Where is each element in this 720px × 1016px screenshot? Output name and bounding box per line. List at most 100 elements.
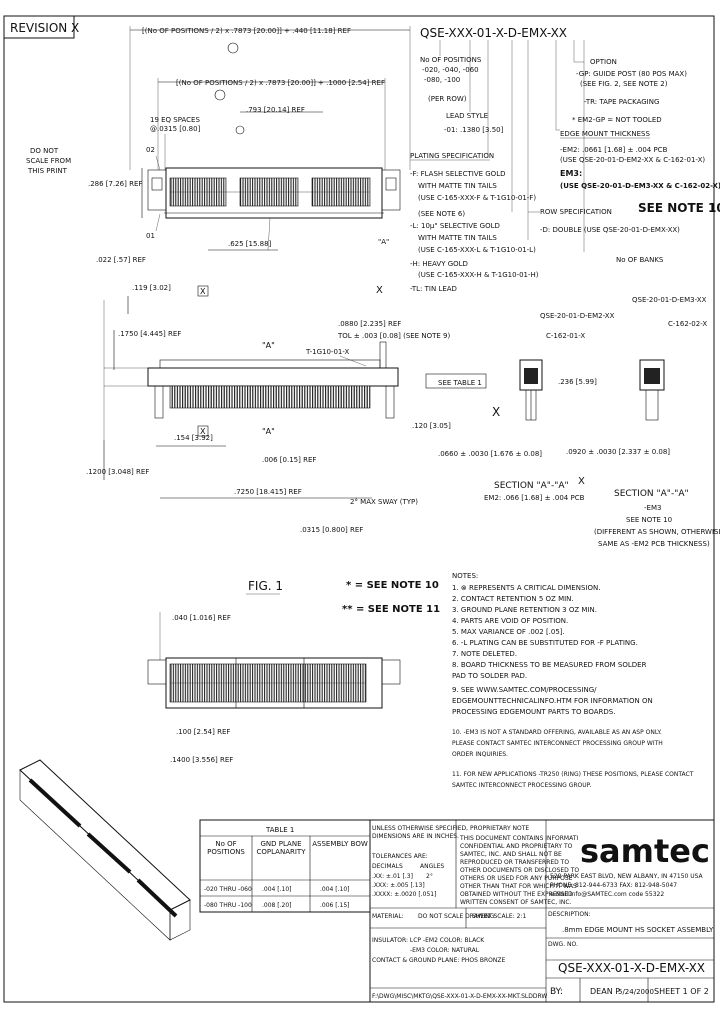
proprietary-line: CONFIDENTIAL AND PROPRIETARY TO (460, 843, 573, 850)
tol-intro-1: UNLESS OTHERWISE SPECIFIED, (372, 825, 468, 832)
tol-value: .XXXX: ±.0020 [.051] (372, 891, 436, 898)
plating-line: (SEE NOTE 6) (418, 210, 465, 218)
table1-header-bow: ASSEMBLY BOW (312, 840, 368, 848)
proprietary-line: OTHERS OR USED FOR ANY PURPOSE (460, 875, 573, 882)
note-item: SAMTEC INTERCONNECT PROCESSING GROUP. (452, 782, 591, 789)
marker-x-5: X (578, 476, 585, 487)
marker-x-4: X (200, 427, 206, 436)
dim-1200: .1200 [3.048] REF (86, 468, 149, 476)
dim-040: .040 [1.016] REF (172, 614, 231, 622)
tol-value: .XX: ±.01 [.3] (372, 873, 413, 880)
marker-a-top: "A" (378, 238, 389, 246)
tol-angle: 2° (426, 873, 433, 880)
note-item: 10. -EM3 IS NOT A STANDARD OFFERING, AVA… (452, 729, 662, 736)
revision-box (3, 15, 75, 39)
note-item: PLEASE CONTACT SAMTEC INTERCONNECT PROCE… (452, 740, 663, 747)
tol-intro-2: DIMENSIONS ARE IN INCHES. (372, 833, 459, 840)
note-star: * = SEE NOTE 10 (346, 580, 439, 591)
table1-header-coplanarity: GND PLANE COPLANARITY (256, 840, 306, 856)
sheet-number: SHEET 1 OF 2 (654, 987, 709, 996)
dim-1750: .1750 [4.445] REF (118, 330, 181, 338)
section-em3-sub-4: SAME AS -EM2 PCB THICKNESS) (598, 540, 710, 548)
dim-793: .793 [20.14] REF (246, 106, 305, 114)
label-c2: 02 (146, 146, 155, 154)
marker-a-lower: "A" (262, 427, 275, 436)
marker-x-1: X (200, 287, 206, 296)
dim-eq-spaces: 19 EQ SPACES (150, 116, 200, 124)
plating-line: (USE C-165-XXX-F & T-1G10-01-F) (418, 194, 536, 202)
dim-7250: .7250 [18.415] REF (234, 488, 302, 496)
plating-line: -TL: TIN LEAD (410, 285, 457, 293)
dim-positions: [(No OF POSITIONS / 2) x .7873 [20.00]] … (176, 79, 385, 87)
table1-header-positions: No OF POSITIONS (207, 840, 245, 856)
dim-0880: .0880 [2.235] REF (338, 320, 401, 328)
plating-list: -F: FLASH SELECTIVE GOLD WITH MATTE TIN … (410, 170, 539, 293)
connector-side-view (103, 300, 399, 440)
samtec-logo (578, 834, 688, 864)
edge-em3-use: (USE QSE-20-01-D-EM3-XX & C-162-02-X) (560, 182, 720, 190)
dim-0660: .0660 ± .0030 [1.676 ± 0.08] (438, 450, 542, 458)
drawing-date: 5/24/2000 (618, 988, 654, 996)
c162-01-label: C-162-01-X (546, 332, 585, 340)
address-line: PHONE: 812-944-6733 FAX: 812-948-5047 (550, 882, 677, 889)
no-banks: No OF BANKS (616, 256, 664, 264)
marker-a-side: "A" (262, 341, 275, 350)
note-item: 7. NOTE DELETED. (452, 650, 517, 658)
edge-em2: -EM2: .0661 [1.68] ± .004 PCB (560, 146, 668, 154)
do-not-scale-drawing: DO NOT SCALE DRAWING (418, 913, 495, 920)
no-positions-2: -080, -100 (424, 76, 460, 84)
title-block: UNLESS OTHERWISE SPECIFIED, DIMENSIONS A… (369, 819, 715, 1003)
table1-title: TABLE 1 (265, 826, 294, 834)
tol-label: TOL ± .003 [0.08] (SEE NOTE 9) (337, 332, 450, 340)
marker-x-2: X (376, 285, 383, 296)
plating-line: -F: FLASH SELECTIVE GOLD (410, 170, 505, 178)
note-item: 8. BOARD THICKNESS TO BE MEASURED FROM S… (452, 661, 647, 669)
edge-em2-use: (USE QSE-20-01-D-EM2-XX & C-162-01-X) (560, 156, 705, 164)
dim-119: .119 [3.02] (132, 284, 171, 292)
connector-top-view (147, 167, 401, 219)
tol-col-decimals: DECIMALS (372, 863, 403, 870)
option-gp2: (SEE FIG. 2, SEE NOTE 2) (580, 80, 668, 88)
em3-part-label: QSE-20-01-D-EM3-XX (632, 296, 707, 304)
proprietary-line: OTHER DOCUMENTS OR DISCLOSED TO (460, 867, 579, 874)
dim-1400: .1400 [3.556] REF (170, 756, 233, 764)
option-gp: -GP: GUIDE POST (80 POS MAX) (576, 70, 687, 78)
description: .8mm EDGE MOUNT HS SOCKET ASSEMBLY (562, 926, 714, 934)
lead-style-value: -01: .1380 [3.50] (444, 126, 504, 134)
plating-line: WITH MATTE TIN TAILS (418, 234, 497, 242)
no-positions-1: -020, -040, -060 (422, 66, 479, 74)
row-spec-value: -D: DOUBLE (USE QSE-20-01-D-EMX-XX) (540, 226, 680, 234)
description-label: DESCRIPTION: (548, 911, 591, 918)
proprietary-line: OBTAINED WITHOUT THE EXPRESSED (460, 891, 573, 898)
insulator-line: -EM3 COLOR: NATURAL (410, 947, 480, 954)
do-not-scale-2: SCALE FROM (26, 157, 71, 165)
table-cell: .006 [.15] (320, 902, 350, 909)
label-c1: 01 (146, 232, 155, 240)
dim-154: .154 [3.92] (174, 434, 213, 442)
note-star2: ** = SEE NOTE 11 (342, 604, 440, 615)
option-tr: -TR: TAPE PACKAGING (584, 98, 659, 106)
plating-line: -L: 10μ" SELECTIVE GOLD (410, 222, 500, 230)
no-positions-3: (PER ROW) (428, 95, 467, 103)
marker-x-3: X (492, 405, 500, 419)
section-em2-title: SECTION "A"-"A" (494, 481, 569, 491)
note-item: 9. SEE WWW.SAMTEC.COM/PROCESSING/ (452, 686, 597, 694)
no-positions-title: No OF POSITIONS (420, 56, 482, 64)
note-item: 5. MAX VARIANCE OF .002 [.05]. (452, 628, 565, 636)
section-em3-sub-3: (DIFFERENT AS SHOWN, OTHERWISE (594, 528, 720, 536)
note-item: 3. GROUND PLANE RETENTION 3 OZ MIN. (452, 606, 597, 614)
dim-0315: .0315 [0.800] REF (300, 526, 363, 534)
section-em3-sub-2: SEE NOTE 10 (626, 516, 672, 524)
table-cell: -020 THRU -060 (204, 886, 252, 893)
t1g-label: T-1G10-01-X (305, 348, 350, 356)
sway-label: 2° MAX SWAY (TYP) (350, 498, 418, 506)
dim-625: .625 [15.88] (228, 240, 272, 248)
dim-eq-pitch: @.0315 [0.80] (150, 125, 201, 133)
section-em3-sub-1: -EM3 (644, 504, 661, 512)
isometric-view (19, 759, 191, 941)
lead-style-title: LEAD STYLE (446, 112, 488, 120)
part-leaders (439, 40, 585, 252)
revision-label: REVISION X (10, 21, 79, 35)
section-em3 (639, 359, 665, 421)
table-cell: .004 [.10] (320, 886, 350, 893)
